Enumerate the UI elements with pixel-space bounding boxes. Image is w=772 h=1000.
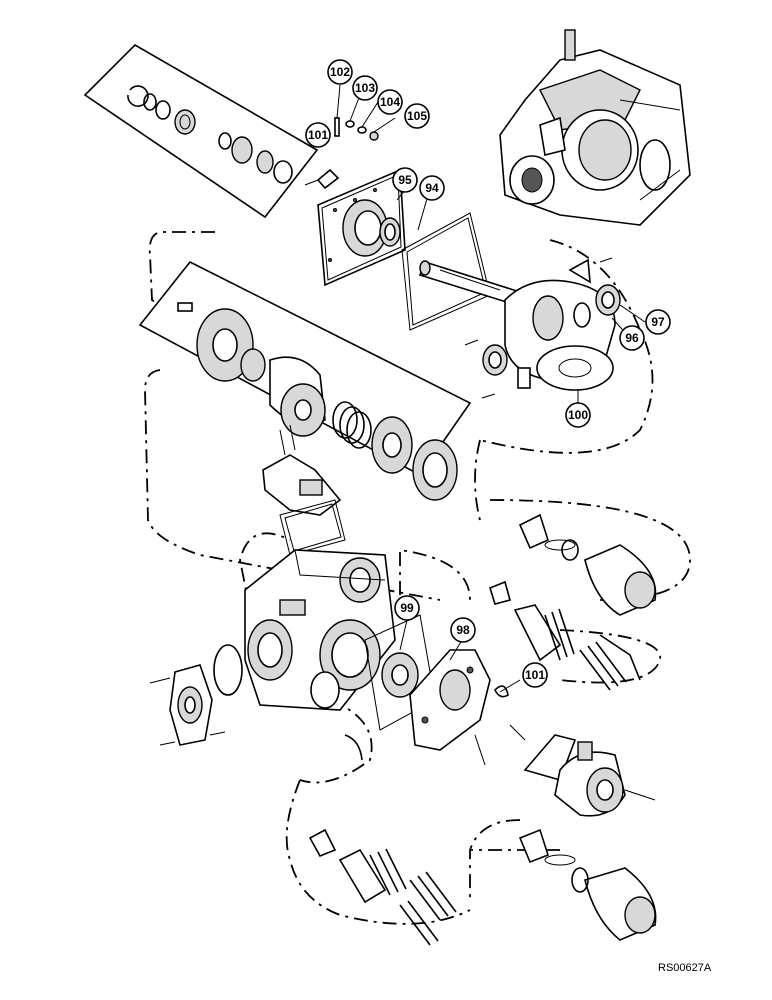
drawing-reference-code: RS00627A: [658, 962, 712, 974]
callout-99: 99: [394, 595, 420, 621]
svg-text:99: 99: [400, 601, 414, 615]
servo-group-top: [489, 513, 657, 691]
main-housing: [244, 549, 396, 711]
svg-text:100: 100: [568, 408, 588, 422]
cover-plate: [317, 168, 406, 287]
charge-pump: [523, 734, 656, 817]
callout-98: 98: [450, 617, 476, 643]
svg-text:95: 95: [398, 173, 412, 187]
svg-text:94: 94: [425, 181, 439, 195]
callout-103: 103: [352, 75, 378, 101]
svg-text:98: 98: [456, 623, 470, 637]
pump-assembly: [499, 29, 691, 226]
svg-text:96: 96: [625, 331, 639, 345]
end-plate-left: [149, 644, 363, 761]
callout-94: 94: [419, 175, 445, 201]
callout-101-top: 101: [305, 122, 331, 148]
svg-text:101: 101: [525, 668, 545, 682]
seal-kit-box: [83, 44, 319, 219]
callout-105: 105: [404, 103, 430, 129]
svg-text:104: 104: [380, 95, 400, 109]
callout-95: 95: [392, 167, 418, 193]
svg-text:102: 102: [330, 65, 350, 79]
svg-text:105: 105: [407, 109, 427, 123]
callout-101-bottom: 101: [522, 662, 548, 688]
callout-100: 100: [565, 402, 591, 428]
valve-block: [262, 454, 346, 556]
plates-99-98: [364, 614, 526, 766]
hardware-top: [304, 84, 396, 190]
bearing: [279, 424, 458, 501]
callout-102: 102: [327, 59, 353, 85]
callout-96: 96: [619, 325, 645, 351]
callout-104: 104: [377, 89, 403, 115]
servo-group-bottom: [308, 828, 657, 946]
svg-text:97: 97: [651, 315, 665, 329]
svg-text:101: 101: [308, 128, 328, 142]
group-dash-lines: [144, 231, 691, 925]
rotating-group-box: [138, 260, 472, 477]
shaft: [418, 260, 521, 307]
swashplate: [464, 257, 621, 399]
svg-text:103: 103: [355, 81, 375, 95]
callout-97: 97: [645, 309, 671, 335]
